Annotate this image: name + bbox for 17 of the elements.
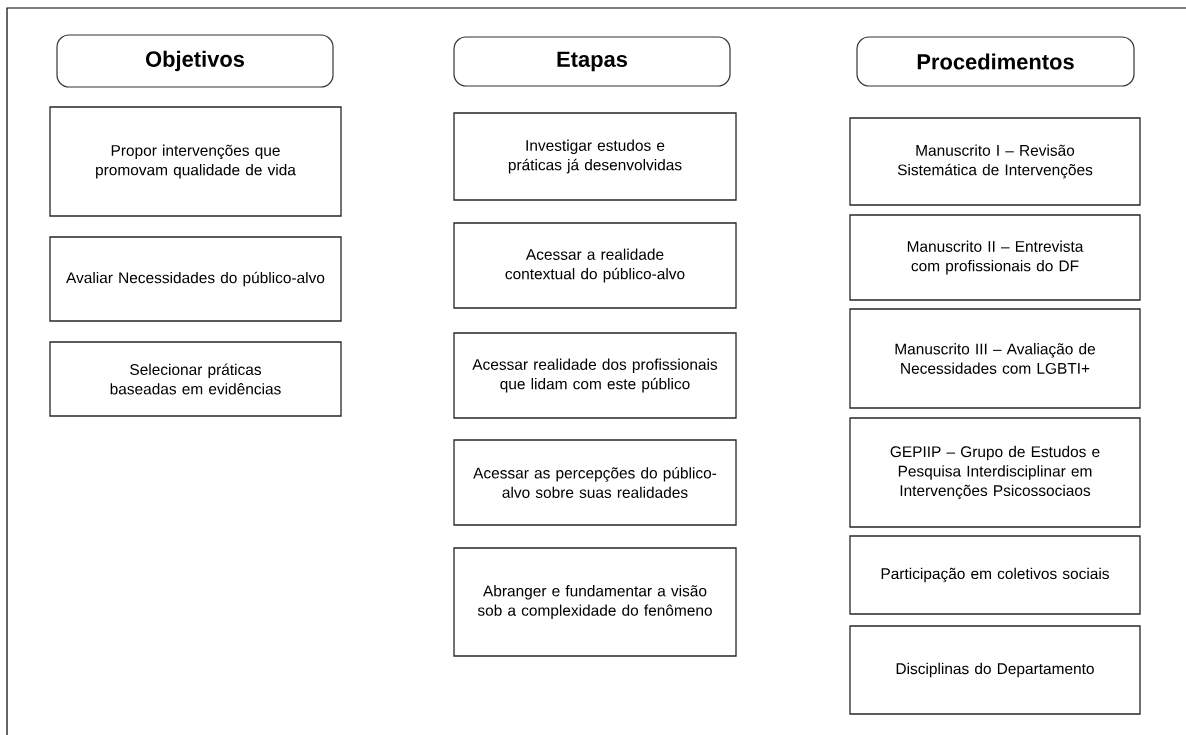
text-box: Manuscrito II – Entrevista com profissionais do DF xyxy=(849,214,1141,301)
text-box: Acessar realidade dos profissionais que lidam com este público xyxy=(453,332,737,419)
title-box: Procedimentos xyxy=(856,36,1135,87)
text-box: GEPIIP – Grupo de Estudos e Pesquisa Interdisciplinar em Intervenções Psicossociaos xyxy=(849,417,1141,528)
text-box: Participação em coletivos sociais xyxy=(849,535,1141,615)
text-box: Abranger e fundamentar a visão sob a complexidade do fenômeno xyxy=(453,547,737,657)
text-box: Avaliar Necessidades do público-alvo xyxy=(49,236,342,322)
text-box: Investigar estudos e práticas já desenvolvidas xyxy=(453,112,737,201)
title-box: Objetivos xyxy=(56,34,334,88)
text-box: Propor intervenções que promovam qualidade de vida xyxy=(49,106,342,217)
text-box: Selecionar práticas baseadas em evidências xyxy=(49,341,342,417)
text-box: Acessar as percepções do público-alvo sobre suas realidades xyxy=(453,439,737,526)
text-box: Manuscrito I – Revisão Sistemática de Intervenções xyxy=(849,117,1141,206)
text-box: Acessar a realidade contextual do público-alvo xyxy=(453,222,737,309)
title-box: Etapas xyxy=(453,36,731,87)
text-box: Manuscrito III – Avaliação de Necessidades com LGBTI+ xyxy=(849,308,1141,409)
text-box: Disciplinas do Departamento xyxy=(849,625,1141,715)
